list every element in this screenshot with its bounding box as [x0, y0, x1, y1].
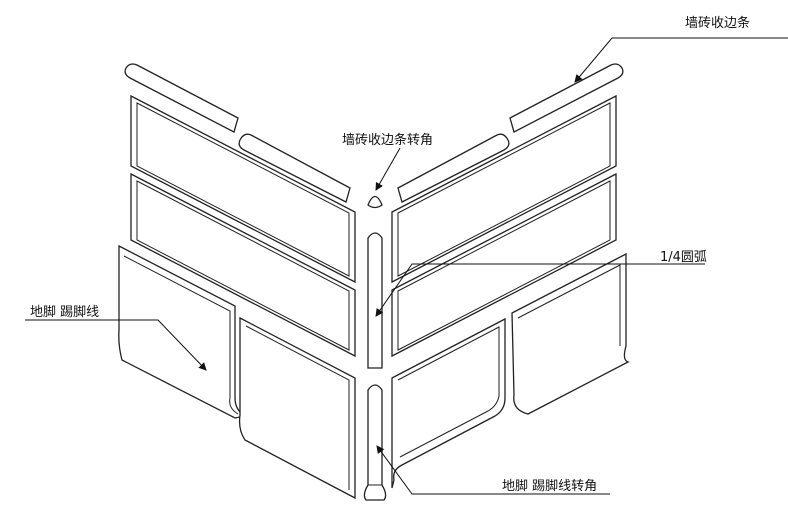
quarter-round-corner	[363, 232, 387, 501]
right-wall-tile-row-1	[391, 94, 617, 284]
label-skirting-corner: 地脚 踢脚线转角	[502, 479, 598, 494]
leader-skirting	[25, 319, 207, 371]
leader-wall-trim-corner	[375, 147, 401, 191]
label-wall-trim-corner: 墙砖收边条转角	[342, 133, 434, 148]
leader-wall-trim	[574, 37, 788, 83]
leader-skirting-corner	[376, 445, 610, 495]
label-wall-trim: 墙砖收边条	[685, 16, 751, 31]
left-wall-tile-row-1	[130, 94, 356, 284]
right-skirting-tile-2	[511, 252, 630, 415]
trim-corner-piece	[367, 195, 383, 209]
right-skirting-tile-1	[391, 317, 506, 489]
right-wall-tile-row-2	[391, 172, 617, 358]
left-skirting-tile-2	[238, 316, 356, 500]
label-quarter-round: 1/4圆弧	[660, 250, 707, 265]
right-top-trim	[397, 63, 624, 203]
left-wall-tile-row-2	[130, 172, 356, 358]
left-top-trim	[124, 63, 351, 203]
leader-quarter-round	[375, 263, 705, 317]
label-skirting: 地脚 踢脚线	[30, 305, 100, 320]
